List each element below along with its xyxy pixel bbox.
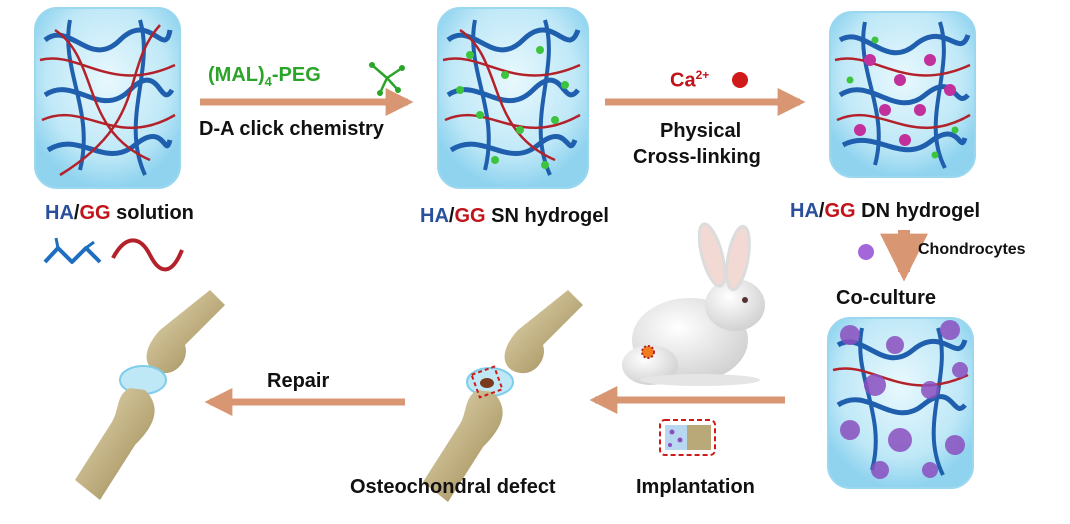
- rabbit-icon: [622, 222, 765, 386]
- hydrogel-block-icon: [659, 419, 716, 456]
- label-repair: Repair: [267, 370, 330, 392]
- gg-chain-icon: [111, 238, 184, 272]
- label-dn-hydrogel: HA/GG DN hydrogel: [790, 200, 980, 223]
- label-solution-slash: /: [73, 202, 80, 224]
- calcium-ion-icon: [732, 72, 748, 88]
- label-implantation: Implantation: [636, 476, 755, 498]
- label-calcium-text: Ca: [670, 69, 696, 92]
- label-solution-gg: GG: [79, 202, 111, 224]
- label-calcium: Ca2+: [670, 68, 709, 93]
- chondrocyte-icon: [858, 244, 874, 260]
- label-peg-suffix: -PEG: [271, 64, 321, 86]
- label-dn-ha: HA: [790, 200, 819, 222]
- label-solution-rest: solution: [110, 202, 194, 224]
- label-sn-rest: SN hydrogel: [485, 205, 609, 227]
- knee-joint-icon: [75, 290, 225, 500]
- label-dn-slash: /: [818, 200, 825, 222]
- label-peg-reagent: (MAL)4-PEG: [208, 64, 321, 89]
- label-solution: HA/GG solution: [45, 202, 194, 225]
- label-chondrocytes: Chondrocytes: [918, 241, 1026, 258]
- label-peg-sub: 4: [264, 74, 272, 89]
- label-osteochondral-defect: Osteochondral defect: [350, 476, 556, 498]
- ha-chain-icon: [43, 237, 102, 264]
- gel-block-coculture: [827, 317, 974, 489]
- peg-star-icon: [369, 62, 405, 96]
- label-physical: Physical: [660, 120, 742, 142]
- label-dn-gg: GG: [824, 200, 856, 222]
- gel-block-dn: [829, 11, 976, 178]
- label-click-chemistry: D-A click chemistry: [199, 118, 384, 140]
- knee-joint-defect-icon: [423, 290, 583, 502]
- label-dn-rest: DN hydrogel: [855, 200, 981, 222]
- label-sn-gg: GG: [454, 205, 486, 227]
- label-solution-ha: HA: [45, 202, 74, 224]
- label-sn-slash: /: [448, 205, 455, 227]
- gel-block-sn: [437, 7, 589, 189]
- label-co-culture: Co-culture: [836, 287, 936, 309]
- label-sn-hydrogel: HA/GG SN hydrogel: [420, 205, 609, 228]
- gel-block-solution: [34, 7, 181, 189]
- label-calcium-sup: 2+: [695, 68, 710, 82]
- label-sn-ha: HA: [420, 205, 449, 227]
- label-cross-linking: Cross-linking: [633, 146, 761, 168]
- label-peg-prefix: (MAL): [208, 64, 265, 86]
